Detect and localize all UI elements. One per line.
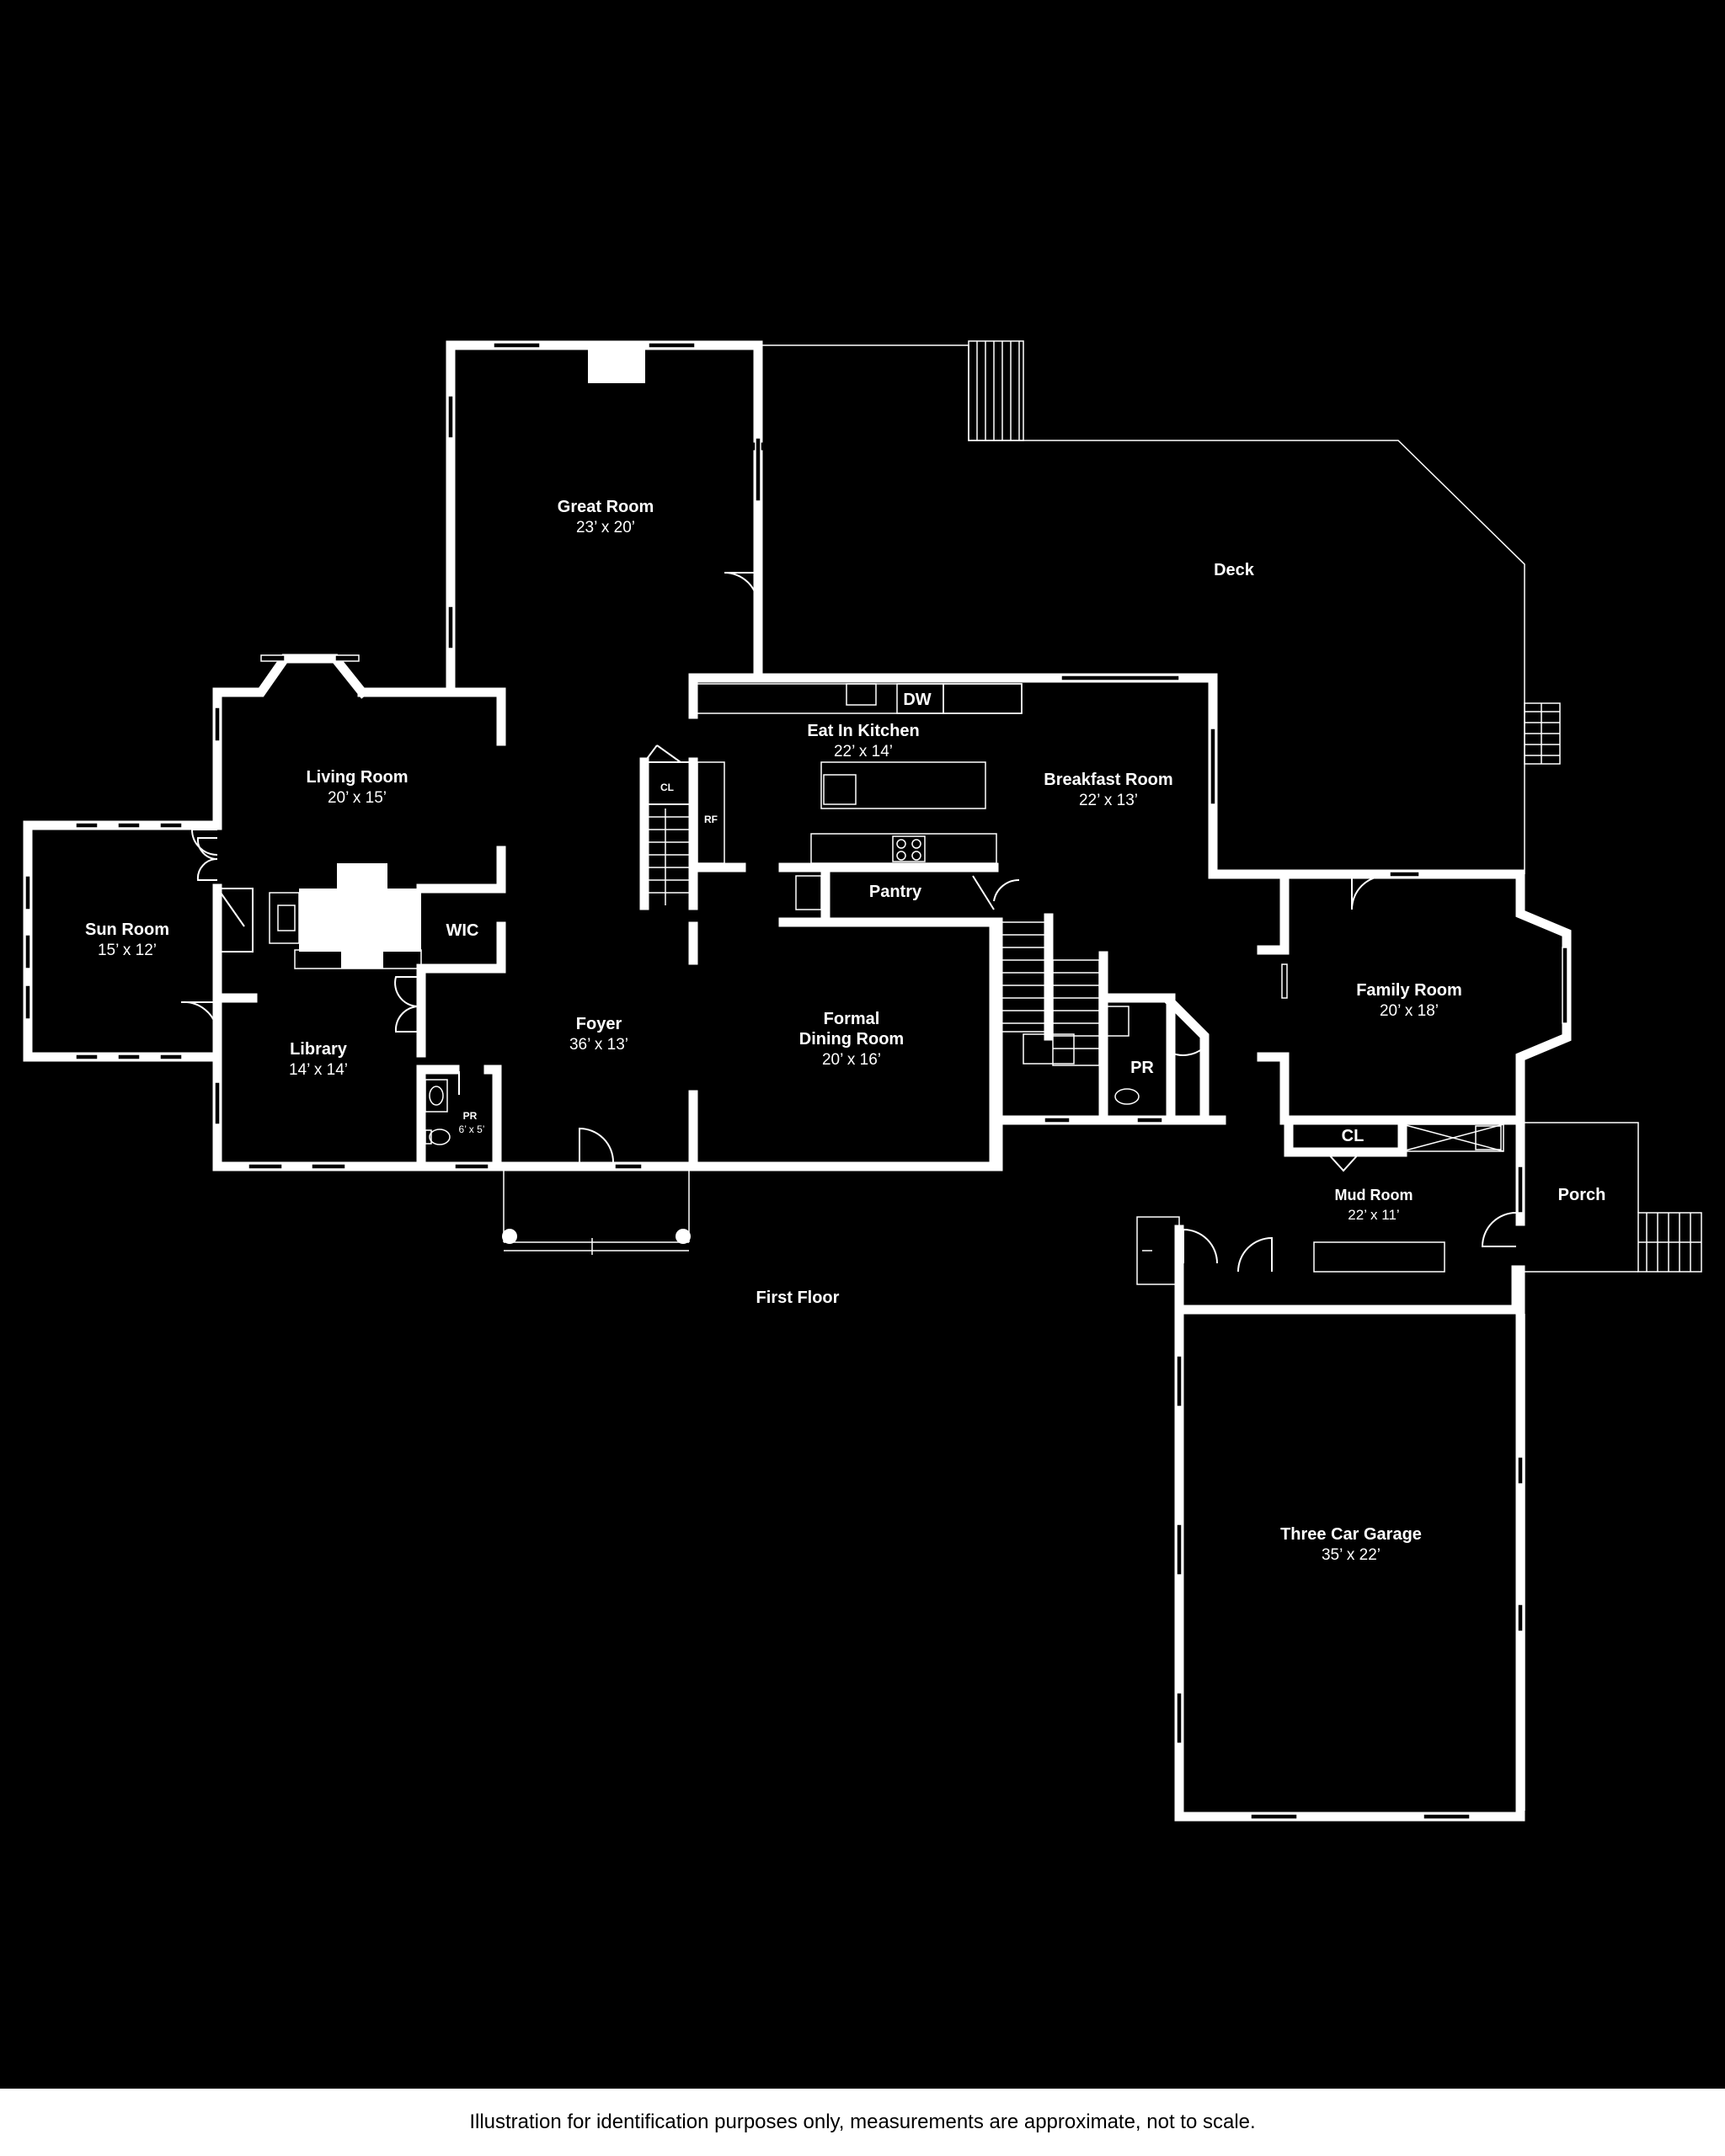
small-pr-dim: 6’ x 5’ — [459, 1123, 485, 1135]
wic-label: WIC — [446, 921, 479, 940]
library-name: Library — [290, 1040, 348, 1059]
foyer-details — [454, 1127, 691, 1255]
small-pr-details — [425, 1071, 460, 1145]
dining-name-line2: Dining Room — [799, 1030, 904, 1049]
mud-room-dim: 22’ x 11’ — [1348, 1207, 1399, 1223]
sun-room-dim: 15’ x 12’ — [98, 942, 157, 959]
floor-plan: Great Room 23’ x 20’ Deck DW Eat In Kitc… — [23, 340, 1702, 1822]
refrigerator — [697, 761, 725, 864]
porch-details — [1525, 1122, 1702, 1273]
deck-name: Deck — [1214, 561, 1255, 579]
mud-sink-icon — [1475, 1125, 1502, 1150]
family-room-dim: 20’ x 18’ — [1380, 1002, 1439, 1020]
sink-icon — [425, 1079, 448, 1113]
toilet-icon — [429, 1129, 451, 1145]
rf-label: RF — [704, 814, 718, 825]
floor-plan-drawing: Great Room 23’ x 20’ Deck DW Eat In Kitc… — [23, 340, 1702, 1822]
kitchen-details — [644, 675, 1216, 910]
kitchen-counter — [692, 683, 1023, 714]
library-details — [214, 976, 422, 1170]
living-room-details — [190, 654, 422, 969]
kitchen-name: Eat In Kitchen — [807, 722, 919, 740]
dining-name-line1: Formal — [824, 1010, 880, 1028]
kitchen-sink-icon — [846, 683, 877, 706]
living-room-name: Living Room — [306, 768, 408, 787]
sun-room-details — [24, 822, 218, 1060]
room-labels: Great Room 23’ x 20’ Deck DW Eat In Kitc… — [85, 498, 1605, 1564]
living-room-dim: 20’ x 15’ — [328, 789, 387, 807]
garage-name: Three Car Garage — [1280, 1525, 1422, 1544]
small-pr-name: PR — [463, 1110, 478, 1122]
great-room-dim: 23’ x 20’ — [576, 519, 635, 536]
breakfast-room-dim: 22’ x 13’ — [1079, 792, 1138, 809]
pantry-label: Pantry — [869, 883, 922, 901]
disclaimer-text: Illustration for identification purposes… — [469, 2111, 1256, 2133]
exterior-walls — [23, 340, 1572, 1822]
garage-details — [1176, 1314, 1525, 1820]
pr-sink-icon — [1104, 1006, 1130, 1037]
porch-name: Porch — [1558, 1186, 1606, 1204]
foyer-dim: 36’ x 13’ — [569, 1036, 628, 1054]
disclaimer-bar: Illustration for identification purposes… — [0, 2089, 1725, 2156]
interior-walls — [212, 757, 1108, 1171]
fireplace — [588, 345, 645, 383]
family-room-name: Family Room — [1356, 981, 1462, 1000]
sun-room-name: Sun Room — [85, 921, 169, 939]
family-room-details — [1281, 871, 1568, 1214]
mud-room-name: Mud Room — [1335, 1187, 1413, 1203]
dw-label: DW — [903, 691, 931, 709]
dining-dim: 20’ x 16’ — [822, 1051, 881, 1069]
kitchen-dim: 22’ x 14’ — [834, 743, 893, 760]
breakfast-room-name: Breakfast Room — [1044, 771, 1172, 789]
cooktop-icon — [892, 835, 926, 862]
pantry-sink-icon — [795, 875, 822, 910]
foyer-name: Foyer — [576, 1015, 622, 1033]
mud-closet-label: CL — [1342, 1127, 1365, 1145]
pr-toilet-icon — [1114, 1088, 1140, 1105]
deck — [762, 340, 1561, 874]
mud-bench — [1313, 1241, 1445, 1273]
great-room-details — [447, 342, 761, 649]
great-room-name: Great Room — [558, 498, 654, 516]
kitchen-island — [820, 761, 986, 809]
pr-right-label: PR — [1130, 1059, 1154, 1077]
back-stair-details — [1000, 921, 1204, 1123]
floor-label: First Floor — [756, 1289, 840, 1307]
mud-room-details — [1136, 1123, 1517, 1285]
garage-dim: 35’ x 22’ — [1322, 1546, 1381, 1564]
kitchen-closet-label: CL — [660, 782, 674, 793]
library-dim: 14’ x 14’ — [289, 1061, 348, 1079]
